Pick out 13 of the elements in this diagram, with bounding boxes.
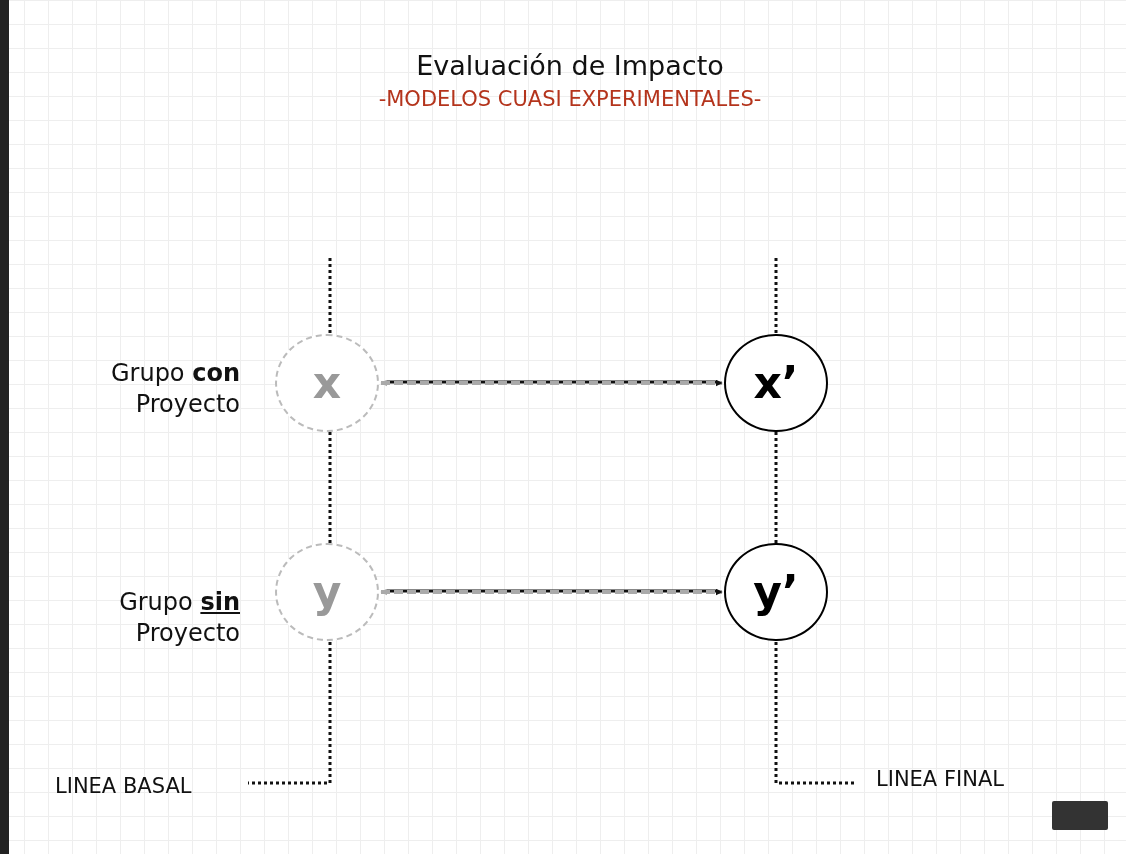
- subtitle: -MODELOS CUASI EXPERIMENTALES-: [377, 86, 763, 113]
- variable-label: y: [312, 566, 342, 618]
- baseline-label: LINEA BASAL: [55, 773, 193, 800]
- double-arrow: [380, 588, 723, 596]
- variable-label: x’: [753, 357, 799, 409]
- double-arrow: [380, 379, 723, 387]
- variable-label: y’: [753, 566, 799, 618]
- circle-node: [724, 333, 828, 433]
- group-label: Grupo con Proyecto: [109, 358, 240, 421]
- title: Evaluación de Impacto: [415, 50, 725, 81]
- endline-label: LINEA FINAL: [876, 766, 1005, 793]
- variable-label: x: [312, 357, 342, 409]
- group-label: Grupo sin Proyecto: [118, 587, 240, 650]
